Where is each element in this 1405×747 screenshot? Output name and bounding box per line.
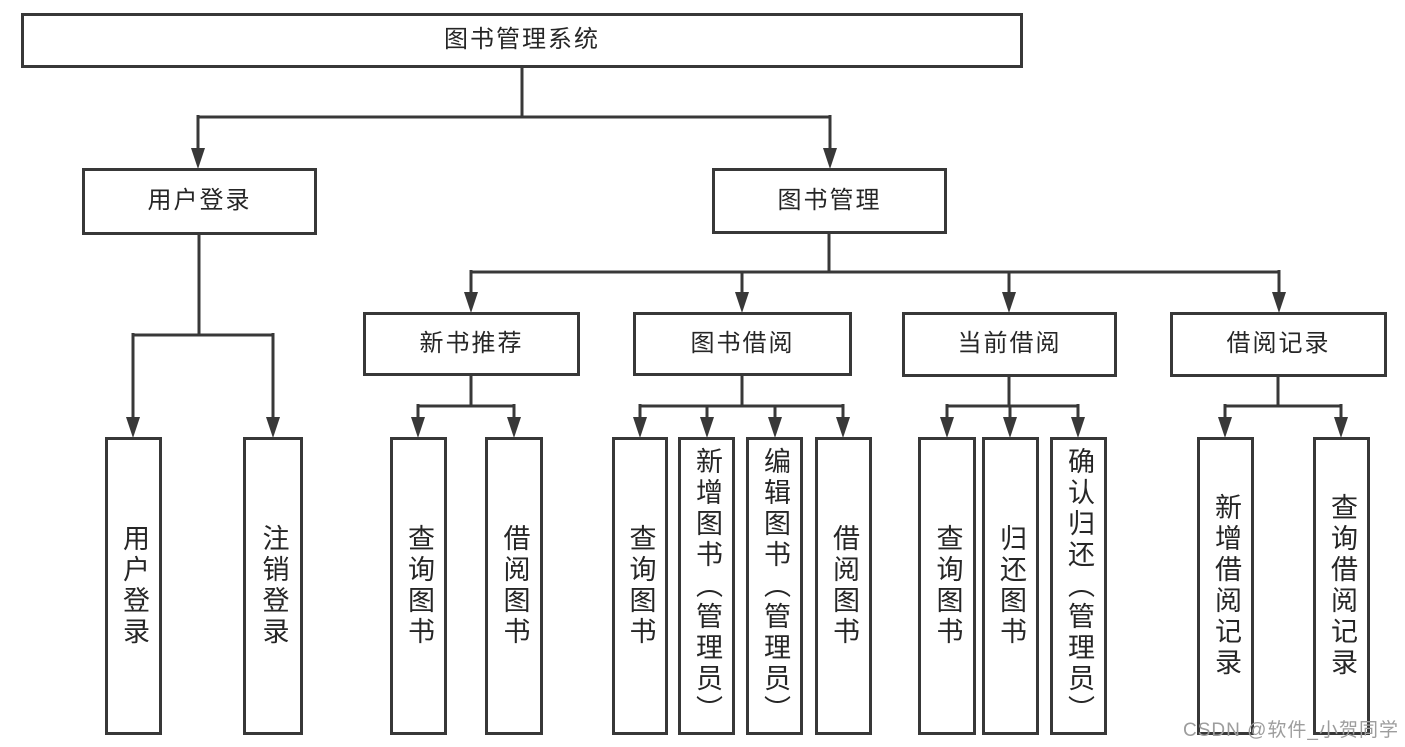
csdn-watermark: CSDN @软件_小贺同学 <box>1183 720 1399 741</box>
leaf-add-books-admin: 新增图书（管理员） <box>678 437 735 735</box>
leaf-query-books-recommend: 查询图书 <box>390 437 447 735</box>
edge-new-book-rec-children <box>416 375 516 417</box>
node-borrowing-records: 借阅记录 <box>1170 312 1387 377</box>
leaf-query-books-current: 查询图书 <box>918 437 976 735</box>
node-library-management-system: 图书管理系统 <box>21 13 1023 68</box>
edge-root-to-level2 <box>196 66 832 149</box>
edge-borrow-record-children <box>1223 376 1343 417</box>
node-book-management: 图书管理 <box>712 168 947 234</box>
leaf-borrow-books-recommend: 借阅图书 <box>485 437 543 735</box>
node-book-borrowing: 图书借阅 <box>633 312 852 376</box>
edge-book-borrow-children <box>638 375 845 417</box>
edge-current-borrow-children <box>945 376 1080 417</box>
leaf-user-login: 用户登录 <box>105 437 162 735</box>
node-new-book-recommend: 新书推荐 <box>363 312 580 376</box>
leaf-add-borrow-record: 新增借阅记录 <box>1197 437 1254 735</box>
leaf-return-books: 归还图书 <box>982 437 1039 735</box>
leaf-query-books-borrowing: 查询图书 <box>612 437 668 735</box>
leaf-logout-login: 注销登录 <box>243 437 303 735</box>
arrowheads <box>126 148 1348 438</box>
node-current-borrowing: 当前借阅 <box>902 312 1117 377</box>
leaf-edit-books-admin: 编辑图书（管理员） <box>746 437 803 735</box>
leaf-query-borrow-record: 查询借阅记录 <box>1313 437 1370 735</box>
edge-book-mgmt-children <box>469 233 1281 292</box>
leaf-confirm-return-admin: 确认归还（管理员） <box>1050 437 1107 735</box>
leaf-borrow-books-borrowing: 借阅图书 <box>815 437 872 735</box>
edge-user-login-children <box>131 234 275 417</box>
node-user-login: 用户登录 <box>82 168 317 235</box>
